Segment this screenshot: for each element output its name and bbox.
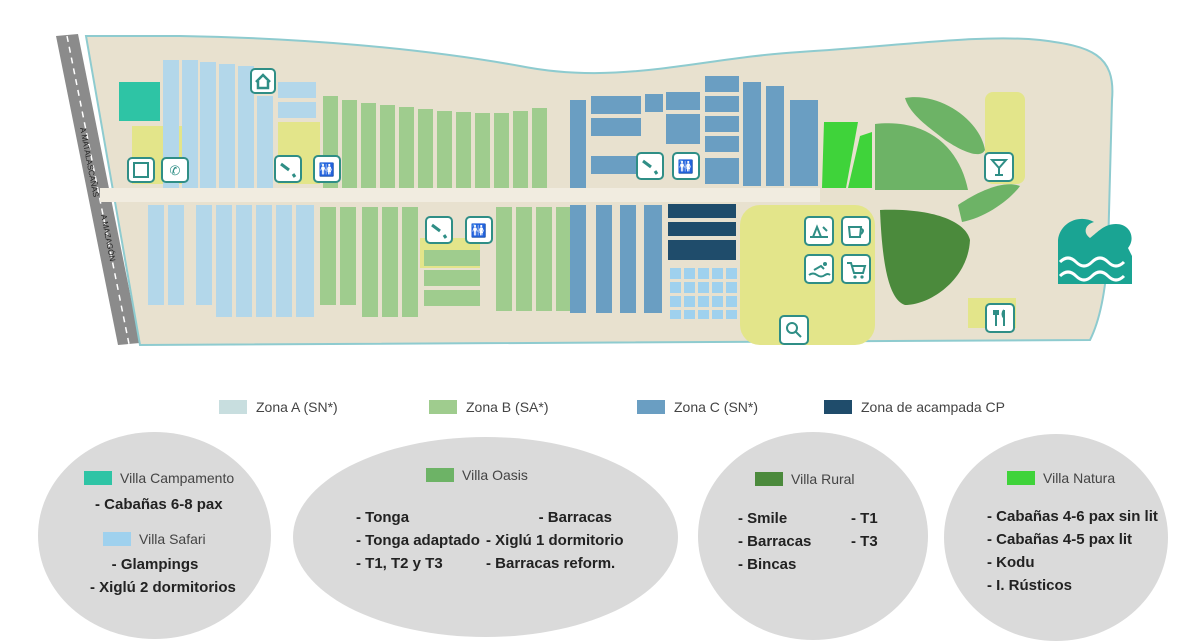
- legend-label: Zona de acampada CP: [861, 399, 1005, 415]
- villa-campamento-title: Villa Campamento: [84, 470, 234, 486]
- toilet-icon: 🚻: [465, 216, 493, 244]
- list-item: - Cabañas 4-6 pax sin lit: [987, 508, 1158, 525]
- cocktail-icon: [984, 152, 1014, 182]
- road-center-line: [66, 35, 130, 345]
- camping-zone-plots: [668, 204, 736, 260]
- list-item: - Tonga: [356, 509, 410, 526]
- villa-safari-swatch: [103, 532, 131, 546]
- villa-oasis-group: [293, 437, 678, 637]
- legend-swatch: [824, 400, 852, 414]
- shopping-cart-icon: [841, 254, 871, 284]
- list-item: - T3: [851, 533, 878, 550]
- villa-oasis-area: [958, 184, 1020, 222]
- list-item: - Cabañas 4-5 pax lit: [987, 531, 1133, 548]
- list-item: - Barracas: [738, 533, 812, 550]
- list-item: - Xiglú 1 dormitorio: [486, 532, 624, 549]
- telephone-icon: ✆: [161, 157, 189, 183]
- list-item: - Kodu: [987, 554, 1035, 571]
- list-item: - Xiglú 2 dormitorios: [90, 579, 236, 596]
- coffee-cup-icon: [841, 216, 871, 246]
- shower-icon: [636, 152, 664, 180]
- playground-icon: [804, 216, 834, 246]
- safari-grid-plots: [670, 268, 737, 319]
- legend-zona-a: Zona A (SN*): [219, 399, 338, 415]
- villa-title-label: Villa Safari: [139, 531, 206, 547]
- list-item: - Barracas: [538, 509, 612, 526]
- list-item: - Glampings: [111, 556, 199, 573]
- legend-zona-b: Zona B (SA*): [429, 399, 548, 415]
- list-item: - I. Rústicos: [987, 577, 1073, 594]
- legend-swatch: [637, 400, 665, 414]
- villa-rural-area: [880, 209, 970, 305]
- list-item: - Cabañas 6-8 pax: [95, 496, 223, 513]
- villa-campamento-block: [119, 82, 160, 121]
- villa-rural-title: Villa Rural: [755, 471, 855, 487]
- zone-legend: Zona A (SN*) Zona B (SA*) Zona C (SN*) Z…: [0, 399, 1200, 421]
- villa-oasis-title: Villa Oasis: [426, 467, 528, 483]
- list-item: - Tonga adaptado: [356, 532, 480, 549]
- villa-campamento-safari-group: [38, 432, 271, 639]
- villa-title-label: Villa Natura: [1043, 470, 1116, 486]
- restaurant-icon: [985, 303, 1015, 333]
- legend-swatch: [429, 400, 457, 414]
- list-item: - T1: [851, 510, 878, 527]
- villa-rural-swatch: [755, 472, 783, 486]
- swimming-icon: [804, 254, 834, 284]
- villa-natura-area: [822, 122, 858, 188]
- villa-natura-swatch: [1007, 471, 1035, 485]
- toilet-icon: 🚻: [672, 152, 700, 180]
- villa-oasis-swatch: [426, 468, 454, 482]
- list-item: - Smile: [738, 510, 788, 527]
- shower-icon: [425, 216, 453, 244]
- svg-text:🚻: 🚻: [319, 162, 335, 177]
- villa-oasis-items-right: - Barracas - Xiglú 1 dormitorio - Barrac…: [486, 506, 624, 575]
- villa-rural-group: [698, 432, 928, 640]
- villa-rural-items-left: - Smile - Barracas - Bincas: [738, 507, 811, 576]
- list-item: - Bincas: [738, 556, 797, 573]
- svg-text:✆: ✆: [170, 163, 181, 178]
- home-icon: [250, 68, 276, 94]
- villa-campamento-items: - Cabañas 6-8 pax: [95, 493, 223, 516]
- legend-label: Zona A (SN*): [256, 399, 338, 415]
- svg-text:🚻: 🚻: [471, 223, 487, 238]
- list-item: - Barracas reform.: [486, 555, 616, 572]
- phone-booth-icon: [127, 157, 155, 183]
- villa-natura-items: - Cabañas 4-6 pax sin lit - Cabañas 4-5 …: [987, 505, 1158, 597]
- tennis-icon: [779, 315, 809, 345]
- toilet-icon: 🚻: [313, 155, 341, 183]
- zone-a-plots: [148, 60, 316, 317]
- villa-safari-title: Villa Safari: [103, 531, 206, 547]
- villa-natura-area: [848, 132, 872, 188]
- legend-label: Zona C (SN*): [674, 399, 759, 415]
- zone-c-plots: [570, 76, 818, 313]
- villa-oasis-area: [905, 97, 985, 155]
- legend-label: Zona B (SA*): [466, 399, 549, 415]
- villa-oasis-items-left: - Tonga - Tonga adaptado - T1, T2 y T3: [356, 506, 480, 575]
- legend-zona-acampada: Zona de acampada CP: [824, 399, 1005, 415]
- list-item: - T1, T2 y T3: [356, 555, 443, 572]
- villa-natura-title: Villa Natura: [1007, 470, 1115, 486]
- villa-safari-items: - Glampings - Xiglú 2 dormitorios: [90, 553, 236, 599]
- legend-zona-c: Zona C (SN*): [637, 399, 758, 415]
- campsite-map: A MATALASCAÑAS A MAZAGÓN: [56, 34, 1132, 347]
- shower-icon: [274, 155, 302, 183]
- villa-natura-group: [944, 434, 1168, 641]
- main-path: [100, 188, 820, 202]
- villa-title-label: Villa Rural: [791, 471, 855, 487]
- villa-oasis-area: [875, 123, 968, 190]
- villa-rural-items-right: - T1 - T3: [851, 507, 878, 553]
- villa-title-label: Villa Campamento: [120, 470, 235, 486]
- villa-title-label: Villa Oasis: [462, 467, 528, 483]
- svg-text:🚻: 🚻: [678, 159, 694, 174]
- waves-icon: [1058, 218, 1132, 284]
- legend-swatch: [219, 400, 247, 414]
- villa-campamento-swatch: [84, 471, 112, 485]
